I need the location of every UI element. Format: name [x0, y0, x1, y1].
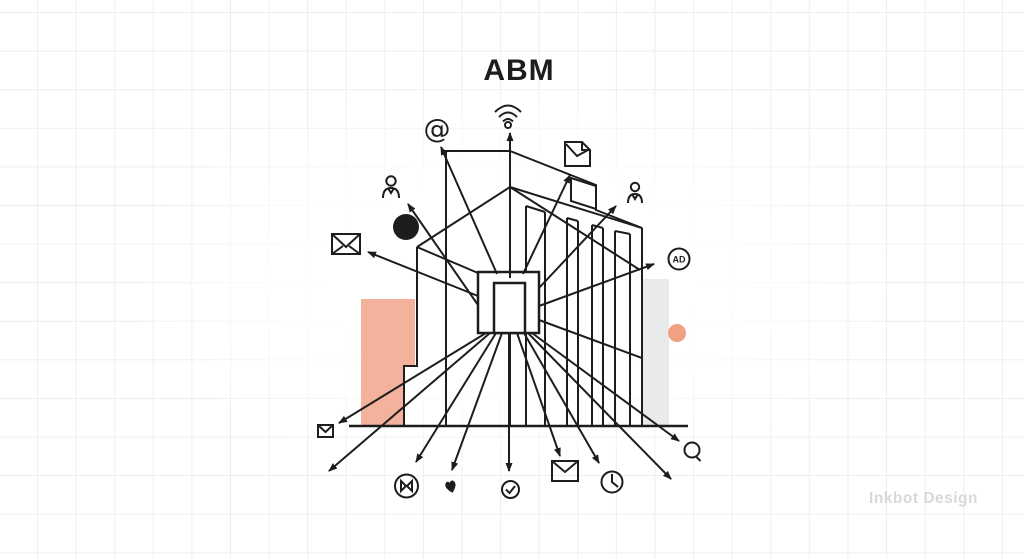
wifi-icon: [494, 104, 522, 129]
magnifier-icon: [683, 441, 702, 462]
ad-badge: AD: [667, 247, 691, 271]
at-icon: @: [424, 114, 451, 145]
user-icon-left: [382, 175, 400, 199]
clock-icon: [600, 470, 624, 494]
envelope-icon-bottom: [551, 460, 579, 482]
central-chip: [476, 270, 541, 335]
page-title: ABM: [483, 54, 555, 87]
arrows: [328, 132, 680, 480]
check-badge-icon: [501, 480, 520, 499]
envelope-icon-left: [331, 233, 361, 255]
salmon-block: [361, 299, 415, 426]
user-icon-right: [627, 181, 643, 204]
gray-block: [643, 279, 669, 427]
ad-badge-label: AD: [673, 255, 686, 265]
envelope-icon-ground: [317, 424, 334, 438]
heart-icon: [445, 480, 456, 493]
watermark: Inkbot Design: [869, 490, 978, 507]
peach-dot: [668, 324, 686, 342]
black-dot: [393, 214, 419, 240]
mail-open-icon: [564, 141, 591, 167]
bowtie-badge-icon: [394, 473, 419, 499]
